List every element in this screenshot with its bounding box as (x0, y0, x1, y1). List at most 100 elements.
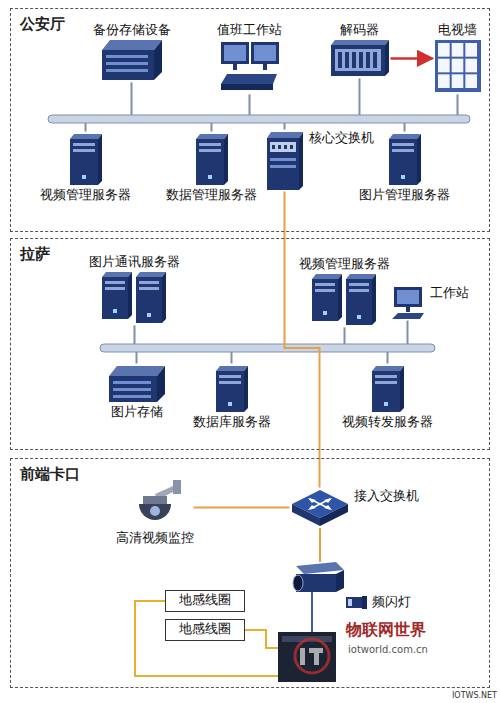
device-label: 核心交换机 (309, 130, 374, 147)
icon-part (216, 371, 244, 412)
bus-tap (359, 78, 361, 115)
icon-part (323, 311, 327, 315)
logo-ring (295, 639, 329, 673)
bus-tap (211, 123, 213, 132)
icon-part (417, 134, 421, 185)
device-icon (192, 132, 232, 187)
device-label: 频闪灯 (372, 594, 411, 611)
device-icon (107, 364, 167, 404)
icon-part (109, 376, 157, 402)
server2-icon (312, 274, 376, 325)
icon-part (438, 59, 450, 73)
icon-part (139, 287, 159, 290)
device-node: 值班工作站 (217, 22, 283, 95)
icon-part (219, 375, 241, 378)
device-icon (385, 132, 425, 187)
icon-part (106, 69, 148, 72)
icon-part (320, 504, 348, 526)
icon-part (349, 283, 369, 286)
sensor-box: 地感线圈 (165, 619, 245, 641)
device-icon (290, 488, 350, 528)
strobe-icon (346, 596, 367, 609)
device-node: 图片存储 (107, 364, 167, 421)
device-label: 视频转发服务器 (342, 414, 433, 431)
device-label: 高清视频监控 (116, 530, 194, 547)
icon-part (397, 290, 419, 304)
icon-part (102, 50, 154, 80)
device-label: 值班工作站 (217, 22, 282, 39)
icon-part (136, 277, 162, 323)
bus-tap (134, 325, 136, 344)
device-label: 地感线圈 (179, 592, 231, 609)
device-label: 图片存储 (111, 404, 163, 421)
device-icon (344, 594, 368, 610)
watermark-text: 物联网世界 (346, 620, 426, 639)
sensor-box: 地感线圈 (165, 590, 245, 612)
icon-part (372, 274, 376, 325)
icon-part (372, 371, 400, 412)
device-node: 频闪灯 (344, 594, 411, 611)
icon-part (70, 139, 98, 185)
icon-part (154, 40, 162, 80)
controller-box (278, 632, 336, 682)
device-icon (66, 132, 106, 187)
device-node: 高清视频监控 (116, 478, 194, 547)
device-node: 数据库服务器 (193, 364, 271, 431)
icon-part (98, 134, 102, 185)
icon-part (267, 132, 303, 138)
device-icon (310, 272, 380, 327)
aswitch-icon (292, 490, 348, 526)
icon-part (73, 143, 95, 146)
icon-part (451, 43, 463, 57)
workstation-icon (221, 42, 279, 90)
icon-part (157, 366, 165, 402)
watermark-text: iotworld.com.cn (348, 644, 428, 656)
icon-part (254, 45, 276, 61)
icon-part (73, 149, 95, 152)
icon-part (244, 366, 248, 412)
device-icon (212, 364, 252, 414)
device-node: 解码器 (329, 22, 391, 79)
icon-part (139, 281, 159, 284)
icon-part (278, 145, 281, 149)
icon-part (196, 139, 224, 185)
connector (391, 57, 433, 60)
icon-part (105, 281, 125, 284)
region-panel: 公安厅备份存储设备值班工作站解码器电视墙视频管理服务器数据管理服务器核心交换机图… (10, 8, 490, 232)
bus-bar (100, 344, 435, 352)
icon-part (389, 139, 417, 185)
icon-part (384, 402, 388, 406)
camera-symbol (293, 562, 344, 592)
device-icon (433, 38, 483, 94)
bus-tap (457, 94, 459, 115)
icon-part (362, 596, 367, 609)
bus-tap (387, 352, 389, 364)
server2-icon (102, 272, 166, 323)
icon-part (102, 272, 132, 277)
cable (311, 592, 313, 632)
bus-tap (249, 94, 251, 115)
dome-glass (139, 504, 171, 520)
server-icon (389, 134, 421, 185)
device-label: 图片管理服务器 (359, 187, 450, 204)
icon-part (465, 75, 477, 89)
device-label: 数据管理服务器 (166, 187, 257, 204)
icon-part (465, 59, 477, 73)
icon-part (147, 313, 151, 317)
device-label: 工作站 (430, 285, 469, 302)
server-icon (196, 134, 228, 185)
icon-part (221, 42, 249, 64)
device-node: 视频管理服务器 (299, 256, 390, 328)
icon-part (113, 395, 151, 398)
icon-part (106, 62, 148, 65)
icon-part (348, 599, 352, 606)
camera-lens (293, 575, 303, 591)
icon-part (349, 289, 369, 292)
device-icon (217, 38, 283, 94)
icon-part (401, 175, 405, 179)
region-panel: 拉萨图片通讯服务器视频管理服务器工作站图片存储数据库服务器视频转发服务器 (10, 238, 490, 450)
icon-part (284, 145, 287, 149)
